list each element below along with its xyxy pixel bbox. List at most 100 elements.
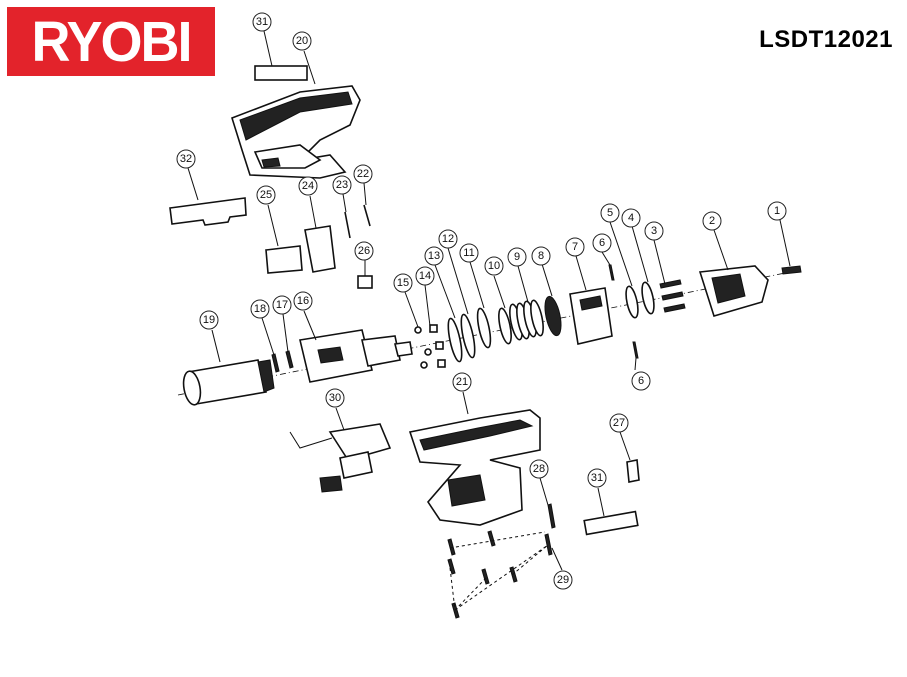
svg-text:24: 24 [302,180,314,192]
callout-29: 29 [553,570,573,590]
selector-24 [304,225,336,273]
callout-10: 10 [484,256,504,276]
svg-text:1: 1 [774,205,780,217]
screws-3 [659,279,686,313]
housing-half-bottom [408,409,541,526]
callout-3: 3 [644,221,664,241]
svg-text:26: 26 [358,245,370,257]
gearbox [299,329,413,383]
svg-text:16: 16 [297,295,309,307]
svg-text:10: 10 [488,260,500,272]
chuck [698,265,769,317]
label-plate [169,197,247,226]
pad-26 [357,275,373,289]
clutch-collar-ribs [579,295,603,311]
callout-4: 4 [621,208,641,228]
callout-31-bottom: 31 [587,468,607,488]
callout-2: 2 [702,211,722,231]
pin-23 [344,211,351,239]
button-25 [265,245,303,274]
svg-text:9: 9 [514,251,520,263]
clutch-collar [569,287,613,345]
ring-12 [460,313,476,359]
brand-logo-text: RYOBI [31,10,192,74]
callout-12: 12 [438,229,458,249]
label-strip-top [254,65,308,81]
spring-9 [509,299,544,341]
washer-4 [641,281,655,315]
housing-half-top [231,85,361,179]
callout-16: 16 [293,291,313,311]
svg-text:20: 20 [296,35,308,47]
callout-5: 5 [600,203,620,223]
callout-24: 24 [298,176,318,196]
callout-9: 9 [507,247,527,267]
svg-text:13: 13 [428,250,440,262]
washer-10 [498,307,512,345]
trigger-switch [289,423,392,493]
ball-bearings [414,324,446,369]
callout-27: 27 [609,413,629,433]
callout-21: 21 [452,372,472,392]
svg-text:14: 14 [419,270,431,282]
callout-28: 28 [529,459,549,479]
callout-20: 20 [292,31,312,51]
svg-text:31: 31 [591,472,603,484]
svg-text:31: 31 [256,16,268,28]
svg-text:17: 17 [276,299,288,311]
model-number: LSDT12021 [759,26,893,53]
callout-13: 13 [424,246,444,266]
screw-18 [271,353,280,373]
ring-8 [544,295,562,337]
svg-text:12: 12 [442,233,454,245]
leader-lines [187,50,791,571]
svg-text:15: 15 [397,277,409,289]
callout-15: 15 [393,273,413,293]
svg-text:5: 5 [607,207,613,219]
svg-text:8: 8 [538,250,544,262]
svg-text:7: 7 [572,241,578,253]
pin-6-bottom [632,341,639,359]
spring-22 [363,204,371,227]
ring-13 [447,317,463,363]
ring-11 [476,307,492,349]
svg-text:27: 27 [613,417,625,429]
pin-6-top [608,264,615,281]
callouts: 1 2 3 4 5 6 6 7 8 9 10 11 12 13 14 15 16… [176,12,787,590]
svg-text:11: 11 [463,247,474,259]
label-strip-bottom [583,510,639,536]
svg-text:32: 32 [180,153,192,165]
svg-text:6: 6 [599,237,605,249]
callout-30: 30 [325,388,345,408]
callout-1: 1 [767,201,787,221]
motor [182,359,275,406]
svg-text:19: 19 [203,314,215,326]
callout-8: 8 [531,246,551,266]
callout-26: 26 [354,241,374,261]
svg-text:21: 21 [456,376,468,388]
callout-32: 32 [176,149,196,169]
svg-text:2: 2 [709,215,715,227]
callout-18: 18 [250,299,270,319]
callout-22: 22 [353,164,373,184]
svg-text:30: 30 [329,392,341,404]
callout-19: 19 [199,310,219,330]
washer-5 [625,285,639,319]
svg-text:3: 3 [651,225,657,237]
ryobi-logo: RYOBI [7,7,215,76]
callout-23: 23 [332,175,352,195]
svg-text:25: 25 [260,189,272,201]
svg-text:6: 6 [638,375,644,387]
svg-text:23: 23 [336,179,348,191]
svg-text:22: 22 [357,168,369,180]
svg-text:4: 4 [628,212,634,224]
screw-1 [781,265,802,275]
callout-6-top: 6 [592,233,612,253]
callout-31-top: 31 [252,12,272,32]
callout-11: 11 [459,243,479,263]
callout-6-bottom: 6 [631,371,651,391]
leader-31-top [263,30,273,67]
screw-17 [285,350,294,369]
